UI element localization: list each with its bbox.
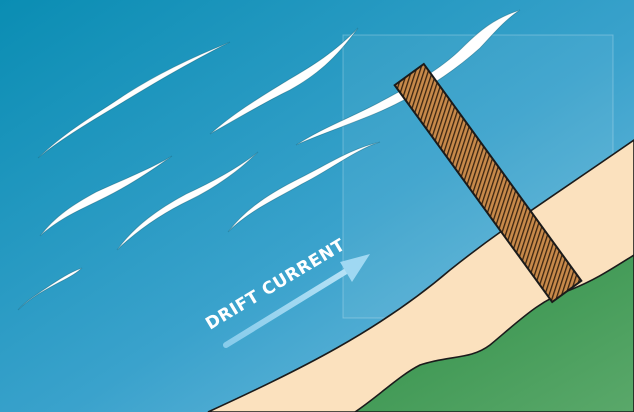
- shoreline-diagram: DRIFT CURRENT: [0, 0, 634, 412]
- diagram-canvas: DRIFT CURRENT: [0, 0, 634, 412]
